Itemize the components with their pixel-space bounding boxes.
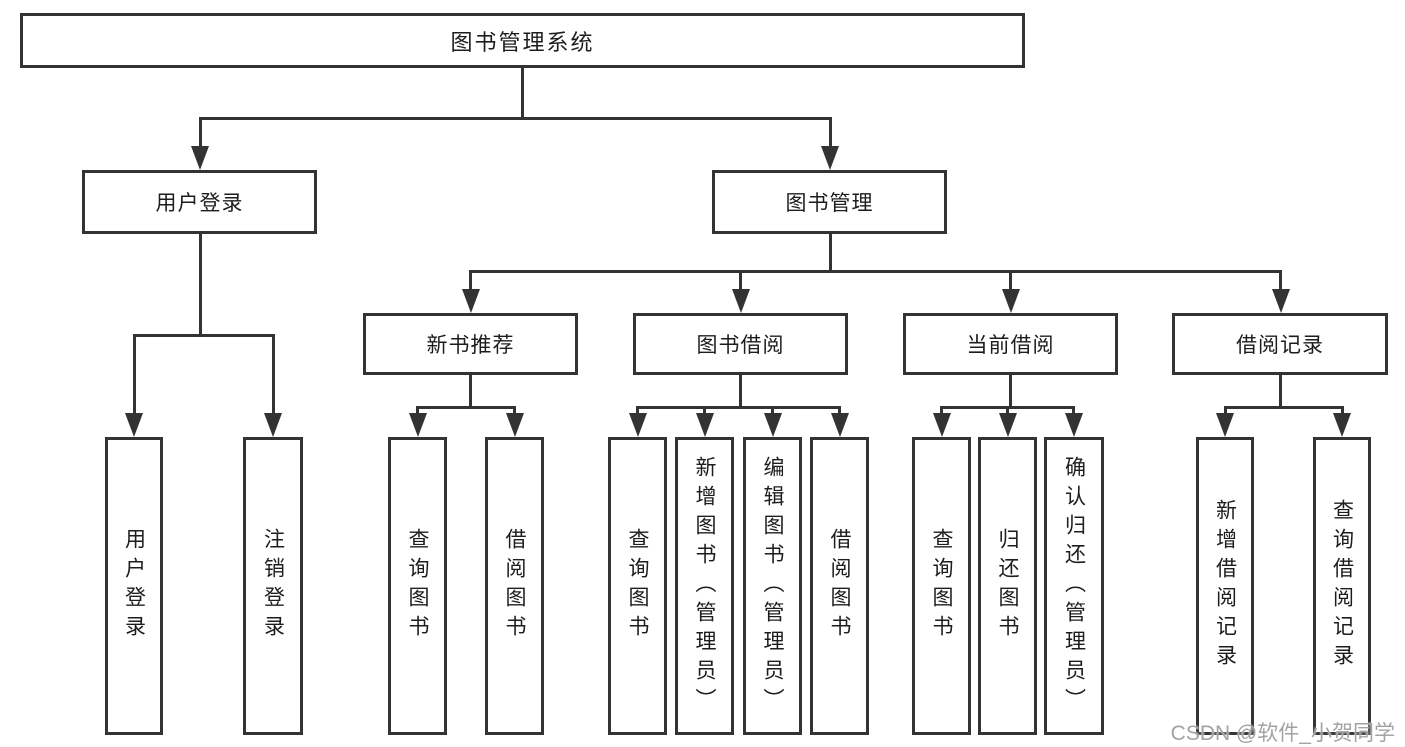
connector-arrow-stem bbox=[771, 406, 774, 418]
arrow-down-icon bbox=[998, 413, 1017, 437]
arrow-down-icon bbox=[830, 413, 849, 437]
arrow-down-icon bbox=[505, 413, 524, 437]
leaf-add-borrow-record-label: 新增借阅记录 bbox=[1213, 499, 1237, 673]
connector-new-book-rail bbox=[416, 406, 516, 409]
connector-book-borrowing-rail bbox=[636, 406, 841, 409]
leaf-query-books-current: 查询图书 bbox=[912, 437, 971, 735]
node-current-borrowing-label: 当前借阅 bbox=[966, 334, 1055, 357]
arrow-down-icon bbox=[763, 413, 782, 437]
connector-new-book-stem bbox=[469, 374, 472, 407]
connector-arrow-stem-leaf-logout bbox=[271, 334, 275, 419]
connector-arrow-stem bbox=[1006, 406, 1009, 418]
leaf-confirm-return-admin-label: 确认归还（管理员） bbox=[1062, 455, 1086, 717]
csdn-watermark: CSDN @软件_小贺同学 bbox=[1170, 722, 1395, 745]
connector-root-stem bbox=[520, 68, 524, 119]
connector-arrow-stem-book-borrowing bbox=[739, 270, 742, 295]
leaf-edit-books-admin-label: 编辑图书（管理员） bbox=[761, 455, 784, 717]
node-borrowing-records-label: 借阅记录 bbox=[1236, 334, 1324, 357]
arrow-down-icon bbox=[191, 146, 209, 170]
connector-user-login-stem bbox=[198, 233, 202, 336]
node-system-root-label: 图书管理系统 bbox=[450, 29, 595, 55]
node-user-login: 用户登录 bbox=[82, 170, 317, 234]
connector-arrow-stem-user-login bbox=[198, 117, 202, 150]
connector-current-borrowing-stem bbox=[1009, 374, 1012, 407]
connector-book-management-rail bbox=[469, 270, 1282, 273]
leaf-return-books-label: 归还图书 bbox=[996, 528, 1019, 644]
node-user-login-label: 用户登录 bbox=[155, 192, 244, 215]
leaf-confirm-return-admin: 确认归还（管理员） bbox=[1044, 437, 1104, 735]
node-book-management-label: 图书管理 bbox=[785, 192, 874, 215]
connector-arrow-stem bbox=[1072, 406, 1075, 418]
leaf-query-books-borrowing: 查询图书 bbox=[608, 437, 667, 735]
leaf-query-books-newbook: 查询图书 bbox=[388, 437, 447, 735]
node-new-book-recommendation: 新书推荐 bbox=[363, 313, 578, 375]
leaf-logout-label: 注销登录 bbox=[261, 528, 285, 644]
connector-book-borrowing-stem bbox=[739, 374, 742, 407]
leaf-add-books-admin: 新增图书（管理员） bbox=[675, 437, 734, 735]
leaf-edit-books-admin: 编辑图书（管理员） bbox=[743, 437, 802, 735]
connector-user-login-rail bbox=[132, 334, 275, 337]
connector-arrow-stem-book-management bbox=[828, 117, 832, 150]
leaf-logout: 注销登录 bbox=[243, 437, 303, 735]
leaf-query-borrow-record: 查询借阅记录 bbox=[1313, 437, 1371, 735]
arrow-down-icon bbox=[1271, 289, 1290, 313]
connector-arrow-stem bbox=[1223, 406, 1227, 418]
connector-book-management-stem bbox=[828, 233, 832, 272]
leaf-query-books-label: 查询图书 bbox=[626, 528, 649, 644]
node-new-book-recommendation-label: 新书推荐 bbox=[426, 334, 515, 357]
node-current-borrowing: 当前借阅 bbox=[903, 313, 1118, 375]
leaf-borrow-books-label: 借阅图书 bbox=[503, 528, 526, 644]
arrow-down-icon bbox=[461, 289, 480, 313]
arrow-down-icon bbox=[1001, 289, 1020, 313]
leaf-borrow-books-label: 借阅图书 bbox=[828, 528, 851, 644]
leaf-borrow-books-borrowing: 借阅图书 bbox=[810, 437, 869, 735]
connector-arrow-stem bbox=[838, 406, 841, 418]
connector-arrow-stem bbox=[1340, 406, 1344, 418]
arrow-down-icon bbox=[932, 413, 951, 437]
leaf-query-borrow-record-label: 查询借阅记录 bbox=[1330, 499, 1354, 673]
node-book-borrowing: 图书借阅 bbox=[633, 313, 848, 375]
leaf-add-borrow-record: 新增借阅记录 bbox=[1196, 437, 1254, 735]
node-borrowing-records: 借阅记录 bbox=[1172, 313, 1388, 375]
arrow-down-icon bbox=[408, 413, 427, 437]
arrow-down-icon bbox=[264, 413, 282, 437]
connector-arrow-stem-leaf-user-login bbox=[132, 334, 136, 419]
leaf-borrow-books-newbook: 借阅图书 bbox=[485, 437, 544, 735]
leaf-user-login: 用户登录 bbox=[105, 437, 163, 735]
leaf-user-login-label: 用户登录 bbox=[122, 528, 146, 644]
arrow-down-icon bbox=[1333, 413, 1351, 437]
node-book-borrowing-label: 图书借阅 bbox=[696, 334, 785, 357]
arrow-down-icon bbox=[628, 413, 647, 437]
node-book-management: 图书管理 bbox=[712, 170, 947, 234]
connector-arrow-stem bbox=[636, 406, 639, 418]
arrow-down-icon bbox=[1064, 413, 1083, 437]
arrow-down-icon bbox=[821, 146, 839, 170]
connector-root-rail bbox=[198, 117, 832, 120]
node-system-root: 图书管理系统 bbox=[20, 13, 1025, 68]
connector-arrow-stem bbox=[703, 406, 706, 418]
connector-borrowing-records-rail bbox=[1223, 406, 1344, 409]
leaf-add-books-admin-label: 新增图书（管理员） bbox=[693, 455, 716, 717]
leaf-return-books: 归还图书 bbox=[978, 437, 1037, 735]
connector-arrow-stem-borrowing-records bbox=[1279, 270, 1282, 295]
arrow-down-icon bbox=[125, 413, 143, 437]
connector-borrowing-records-stem bbox=[1279, 374, 1282, 407]
leaf-query-books-label: 查询图书 bbox=[406, 528, 429, 644]
arrow-down-icon bbox=[695, 413, 714, 437]
connector-arrow-stem-new-book bbox=[469, 270, 472, 295]
connector-arrow-stem bbox=[416, 406, 419, 418]
connector-arrow-stem bbox=[940, 406, 943, 418]
connector-arrow-stem-current-borrowing bbox=[1009, 270, 1012, 295]
arrow-down-icon bbox=[1216, 413, 1234, 437]
arrow-down-icon bbox=[731, 289, 750, 313]
leaf-query-books-label: 查询图书 bbox=[930, 528, 953, 644]
connector-arrow-stem bbox=[513, 406, 516, 418]
